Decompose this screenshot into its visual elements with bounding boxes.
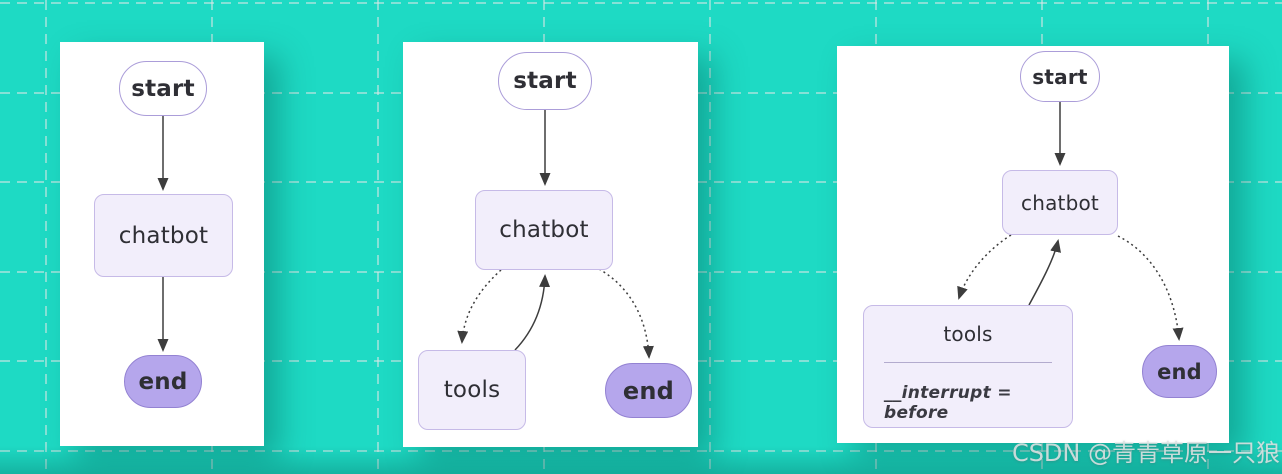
edge-tools-chatbot <box>514 274 551 351</box>
edge-chatbot-tools <box>457 269 502 344</box>
edge-chatbot-end <box>598 268 654 359</box>
end-node: end <box>124 355 202 408</box>
start-node: start <box>1020 51 1100 102</box>
chatbot-node: chatbot <box>94 194 233 277</box>
grid-line <box>0 2 1282 4</box>
tools-node: tools <box>418 350 526 430</box>
edges-layer <box>957 102 1184 341</box>
tools-node-title: tools <box>943 322 993 346</box>
edge-chatbot-end <box>1117 235 1184 341</box>
start-node: start <box>119 61 207 116</box>
edge-tools-chatbot <box>1028 239 1061 306</box>
chatbot-node: chatbot <box>1002 170 1118 235</box>
chatbot-node: chatbot <box>475 190 613 270</box>
tools-node: tools __interrupt = before <box>863 305 1073 428</box>
grid-line <box>45 0 47 474</box>
edges-layer <box>457 110 654 359</box>
edges-layer <box>157 116 169 352</box>
end-node: end <box>1142 345 1217 398</box>
edge-chatbot-tools <box>957 234 1012 300</box>
diagram-panel-2: start chatbot tools end <box>403 42 698 447</box>
diagram-panel-1: start chatbot end <box>60 42 264 446</box>
tools-node-interrupt-label: __interrupt = before <box>884 383 1012 423</box>
start-node: start <box>498 52 592 110</box>
bottom-vignette <box>0 446 1282 474</box>
grid-line <box>377 0 379 474</box>
end-node: end <box>605 363 692 418</box>
diagram-panel-3: start chatbot tools __interrupt = before… <box>837 46 1229 443</box>
tools-node-divider <box>884 362 1052 363</box>
grid-line <box>709 0 711 474</box>
watermark: CSDN @青青草原一只狼 <box>1011 439 1280 467</box>
